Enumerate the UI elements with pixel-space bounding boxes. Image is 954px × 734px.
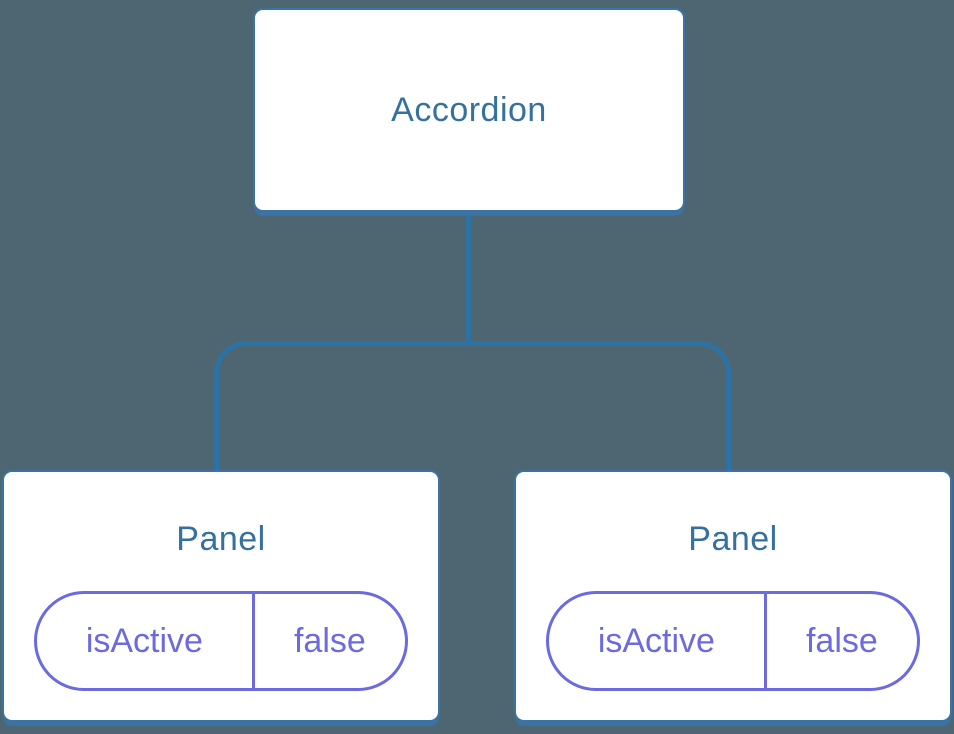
state-key: isActive xyxy=(549,594,767,688)
root-to-branch-connector xyxy=(466,210,471,346)
panel-node-left: Panel isActive false xyxy=(2,470,440,722)
accordion-node-label: Accordion xyxy=(391,90,547,129)
branch-connector xyxy=(214,341,731,471)
panel-node-label: Panel xyxy=(176,520,266,558)
state-pill: isActive false xyxy=(34,591,408,691)
accordion-node: Accordion xyxy=(253,8,685,212)
state-pill: isActive false xyxy=(546,591,920,691)
panel-node-right: Panel isActive false xyxy=(514,470,952,722)
state-value: false xyxy=(805,621,878,660)
state-key: isActive xyxy=(37,594,255,688)
panel-node-label: Panel xyxy=(688,520,778,558)
state-value: false xyxy=(293,621,366,660)
